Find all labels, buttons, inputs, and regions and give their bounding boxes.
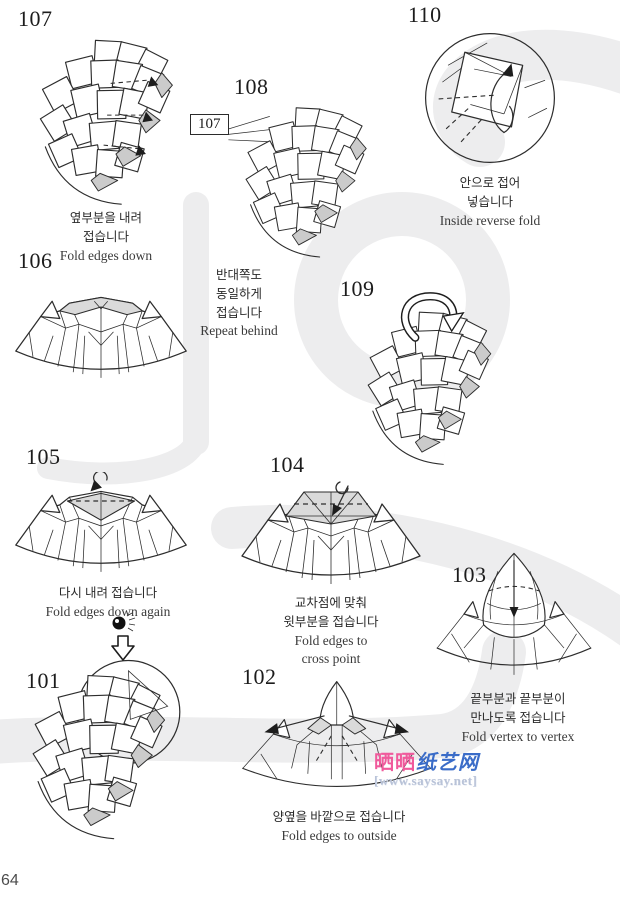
step-number: 101 [26,668,61,693]
watermark-brand: 晒晒纸艺网 [374,752,479,774]
step-102: 102 양옆을 바깥으로 접습니다 Fold [226,664,462,845]
caption-104: 교차점에 맞춰 윗부분을 접습니다 Fold edges to cross po… [236,594,426,668]
reference-box: 107 [190,114,229,135]
step-107: 107 옆부분을 내려 접습니다 Fold edges down [18,6,204,265]
origami-diagram-110 [424,32,556,164]
caption-line: Fold edges down again [45,603,171,619]
caption-line: 다시 내려 접습니다 [58,586,158,600]
step-101: 101 [18,610,218,850]
step-number: 106 [18,248,53,273]
watermark-url: [www.saysay.net] [374,773,478,788]
caption-line: Fold edges down [59,247,153,263]
step-number: 110 [408,2,442,27]
caption-line: 넣습니다 [466,194,513,209]
rotate-arrow-icon [401,292,465,342]
step-110: 110 안으로 접어 넣습니다 Inside reverse fold [408,2,588,230]
caption-105: 다시 내려 접습니다 Fold edges down again [18,584,198,621]
step-number: 105 [26,444,61,469]
origami-diagram-101 [32,659,181,840]
step-104: 104 교차점에 맞춰 윗부분을 접습니다 Fold edges to cros… [236,452,436,668]
caption-line: 접습니다 [82,229,129,244]
caption-line: 옆부분을 내려 [69,211,143,225]
caption-line: 동일하게 [215,286,262,301]
eye-icon [112,612,136,632]
watermark-brand-blue: 纸艺网 [416,752,479,774]
caption-line: Fold edges to [294,632,368,648]
caption-line: Fold edges to outside [281,827,397,843]
origami-diagram-103 [436,552,592,675]
step-106: 106 [18,248,208,382]
caption-line: 만나도록 접습니다 [470,710,566,725]
step-103: 103 끝부분과 끝부분이 만나도록 접습니다 Fold verte [430,548,606,746]
step-number: 104 [270,452,305,477]
step-109: 109 [340,276,520,466]
caption-103: 끝부분과 끝부분이 만나도록 접습니다 Fold vertex to verte… [430,690,606,746]
origami-diagram-106 [10,278,192,382]
origami-diagram-102 [242,681,432,787]
caption-line: Fold vertex to vertex [461,728,575,744]
step-105: 105 다시 내려 접습니다 Fold edges down again [18,444,208,621]
caption-line: 윗부분을 접습니다 [283,614,379,629]
step-number: 109 [340,276,375,301]
caption-line: 양옆을 바깥으로 접습니다 [272,810,406,824]
caption-110: 안으로 접어 넣습니다 Inside reverse fold [408,174,572,230]
caption-102: 양옆을 바깥으로 접습니다 Fold edges to outside [226,808,452,845]
caption-line: Repeat behind [200,323,278,339]
caption-line: cross point [301,650,361,666]
caption-line: 끝부분과 끝부분이 [470,692,566,706]
step-108: 108 107 반대쪽도 동일하게 접습니다 Repeat behind [186,74,396,340]
step-number: 107 [18,6,53,31]
page-number: 64 [1,872,19,889]
look-direction-arrow-icon [111,635,135,661]
watermark-brand-pink: 晒晒 [374,752,416,774]
origami-diagram-108 [228,107,367,258]
step-number: 103 [452,562,487,587]
origami-diagram-104 [236,481,426,588]
watermark: 晒晒纸艺网 [www.saysay.net] [374,752,479,788]
caption-107: 옆부분을 내려 접습니다 Fold edges down [18,209,194,265]
origami-diagram-109 [367,292,492,465]
caption-line: 교차점에 맞춰 [294,596,368,610]
caption-line: 반대쪽도 [215,268,262,282]
step-number: 102 [242,664,277,689]
caption-108: 반대쪽도 동일하게 접습니다 Repeat behind [174,266,304,340]
caption-line: Inside reverse fold [439,212,541,228]
caption-line: 안으로 접어 [459,176,521,190]
origami-diagram-105 [10,472,192,576]
caption-line: 접습니다 [215,305,262,320]
step-number: 108 [234,74,269,99]
origami-diagram-107 [32,34,184,206]
